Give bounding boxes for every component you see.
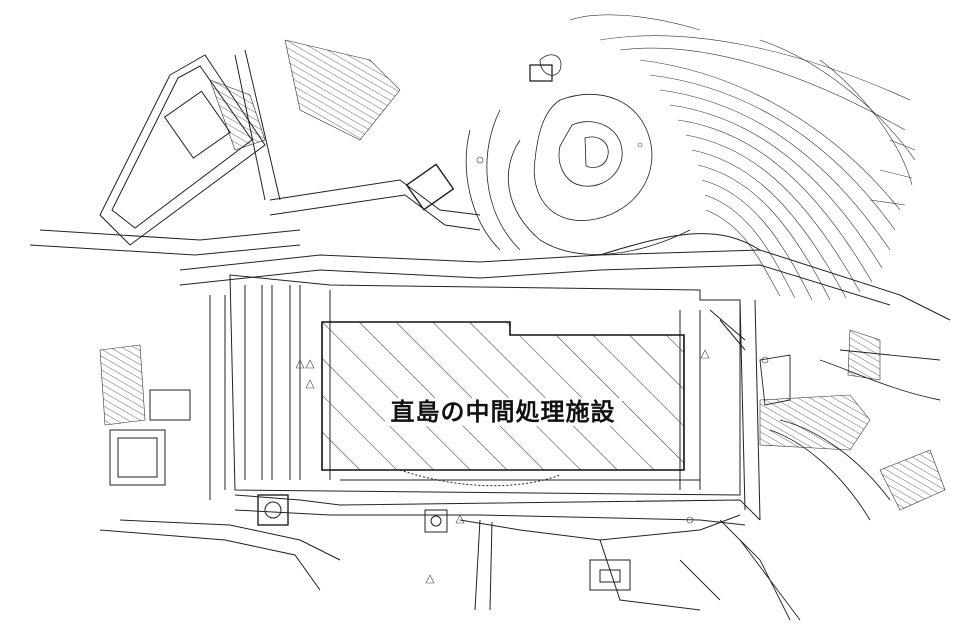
annotation-marks [295,142,769,584]
facility-label-text: 直島の中間処理施設 [384,398,622,426]
structures-right [719,349,941,621]
facility-building [321,321,685,471]
contour-lines [569,14,916,301]
facility-label: 直島の中間処理施設 [322,392,684,427]
buildings-bottom-left [109,389,631,591]
hill-feature [465,54,691,255]
slope-areas [99,39,946,511]
buildings-top-left [29,49,481,256]
site-roads [99,233,951,611]
